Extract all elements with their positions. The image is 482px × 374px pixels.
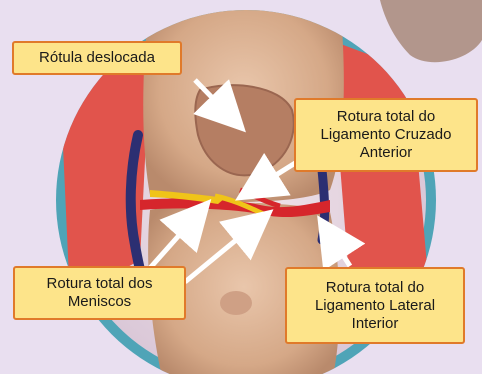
- label-ligamento-cruzado-anterior: Rotura total do Ligamento Cruzado Anteri…: [294, 98, 478, 172]
- label-line: Meniscos: [68, 293, 131, 311]
- label-line: Ligamento Lateral: [315, 297, 435, 315]
- lower-bump: [220, 291, 252, 315]
- label-line: Ligamento Cruzado: [321, 126, 452, 144]
- label-line: Rotura total do: [326, 279, 424, 297]
- label-meniscos: Rotura total dos Meniscos: [13, 266, 186, 320]
- label-line: Rotura total do: [337, 108, 435, 126]
- hand-shape: [380, 0, 482, 62]
- label-line: Interior: [352, 315, 399, 333]
- label-rotula-deslocada: Rótula deslocada: [12, 41, 182, 75]
- label-line: Anterior: [360, 144, 413, 162]
- label-ligamento-lateral-interior: Rotura total do Ligamento Lateral Interi…: [285, 267, 465, 344]
- label-line: Rotura total dos: [47, 275, 153, 293]
- label-line: Rótula deslocada: [39, 49, 155, 67]
